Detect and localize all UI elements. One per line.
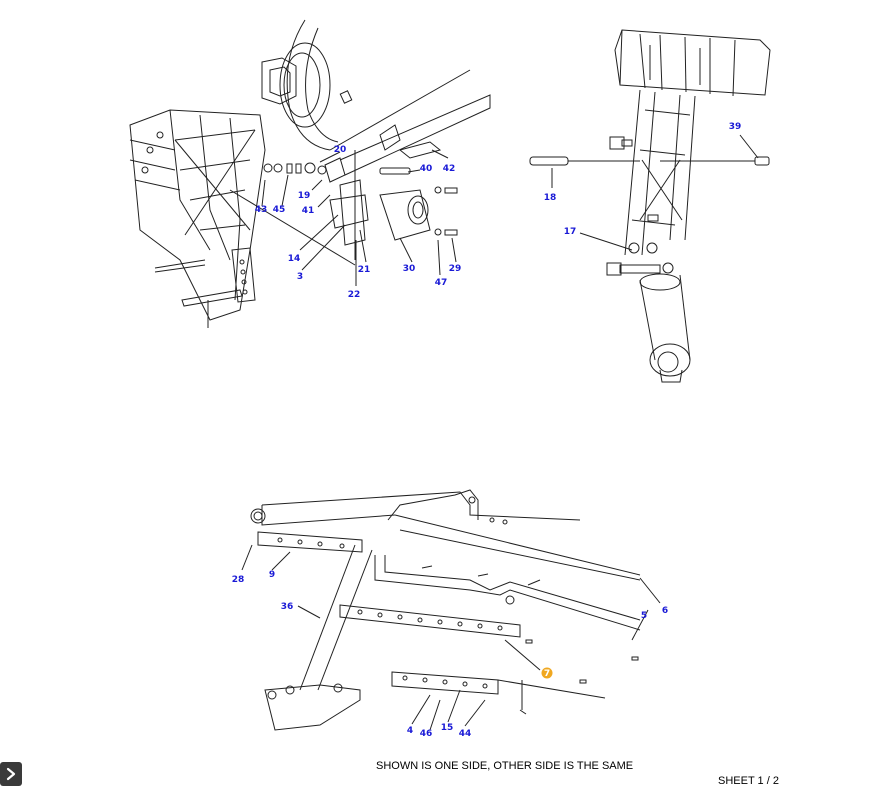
callout-7[interactable]: 7 — [544, 669, 550, 679]
diagram-caption: SHOWN IS ONE SIDE, OTHER SIDE IS THE SAM… — [376, 760, 634, 772]
callout-6[interactable]: 6 — [662, 606, 668, 616]
callout-17[interactable]: 17 — [564, 227, 577, 237]
sheet-number: SHEET 1 / 2 — [718, 775, 779, 787]
expand-panel-button[interactable] — [0, 762, 22, 786]
callout-44[interactable]: 44 — [459, 729, 472, 739]
top-right-assembly — [529, 29, 771, 383]
callout-14[interactable]: 14 — [288, 254, 301, 264]
top-left-assembly — [129, 19, 491, 328]
callout-28[interactable]: 28 — [232, 575, 245, 585]
callout-15[interactable]: 15 — [441, 723, 454, 733]
callout-45[interactable]: 45 — [273, 205, 286, 215]
callout-47[interactable]: 47 — [435, 278, 448, 288]
callout-3[interactable]: 3 — [297, 272, 303, 282]
callout-43[interactable]: 43 — [255, 205, 268, 215]
callout-30[interactable]: 30 — [403, 264, 416, 274]
callout-41[interactable]: 41 — [302, 206, 315, 216]
callout-36[interactable]: 36 — [281, 602, 294, 612]
callout-highlight-7 — [541, 667, 553, 679]
callout-21[interactable]: 21 — [358, 265, 371, 275]
callout-5[interactable]: 5 — [641, 611, 647, 621]
callout-18[interactable]: 18 — [544, 193, 557, 203]
callout-29[interactable]: 29 — [449, 264, 462, 274]
callout-40[interactable]: 40 — [420, 164, 433, 174]
callout-19[interactable]: 19 — [298, 191, 311, 201]
chevron-right-icon — [6, 767, 16, 781]
callout-20[interactable]: 20 — [334, 145, 347, 155]
callout-39[interactable]: 39 — [729, 122, 742, 132]
callout-22[interactable]: 22 — [348, 290, 361, 300]
callout-9[interactable]: 9 — [269, 570, 275, 580]
callout-46[interactable]: 46 — [420, 729, 433, 739]
callout-4[interactable]: 4 — [407, 726, 413, 736]
callout-42[interactable]: 42 — [443, 164, 456, 174]
bottom-assembly — [241, 489, 661, 731]
